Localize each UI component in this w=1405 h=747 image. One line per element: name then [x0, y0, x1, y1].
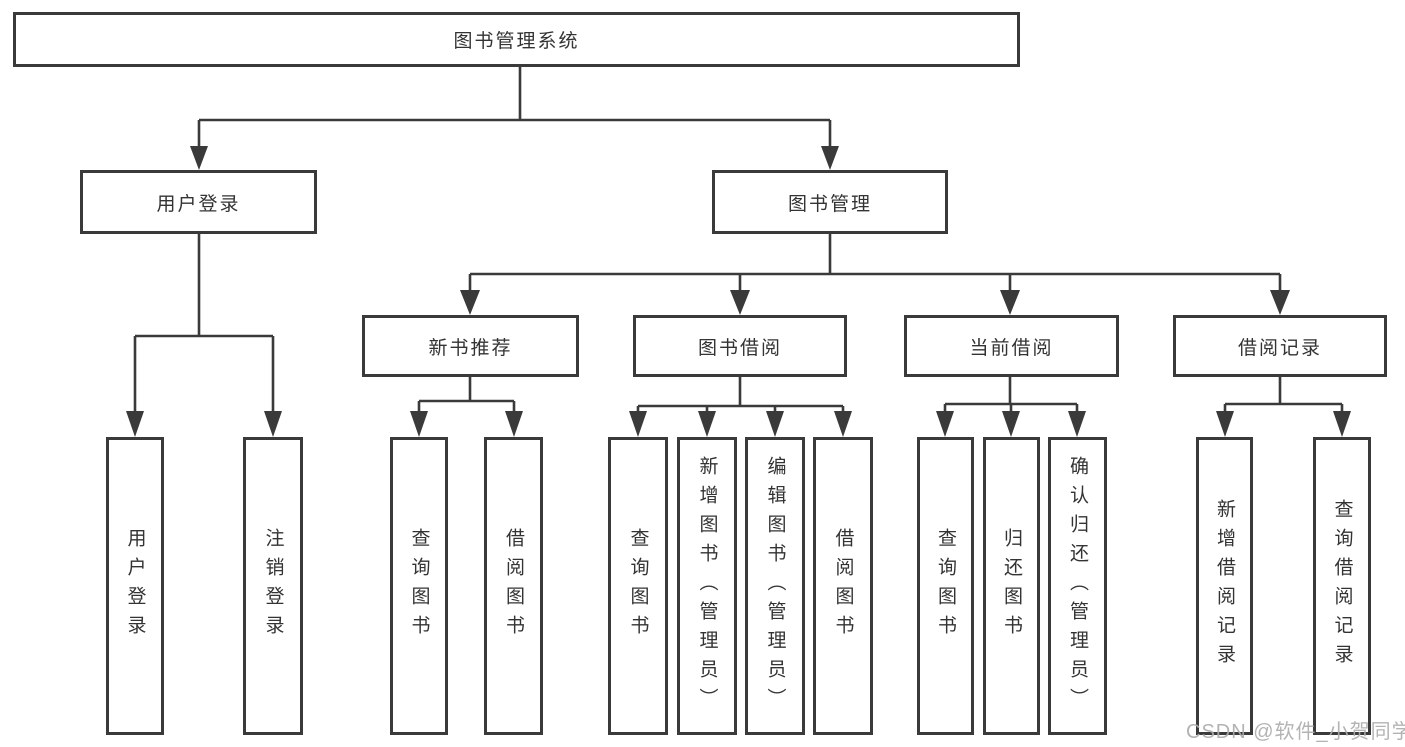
leaf-label: 借阅图书 — [832, 528, 854, 644]
leaf-label: 用户登录 — [124, 528, 146, 644]
leaf-label: 查询图书 — [408, 528, 430, 644]
leaf-label: 编辑图书（管理员） — [764, 455, 786, 717]
leaf-label: 查询图书 — [627, 528, 649, 644]
node-leaf-borrow-book: 借阅图书 — [813, 437, 873, 735]
node-leaf-borrow-book-recommend: 借阅图书 — [484, 437, 543, 735]
node-leaf-query-book-current: 查询图书 — [917, 437, 974, 735]
node-leaf-user-login: 用户登录 — [106, 437, 164, 735]
leaf-label: 新增图书（管理员） — [696, 455, 718, 717]
leaf-label: 查询图书 — [935, 528, 956, 644]
node-borrow-records: 借阅记录 — [1173, 315, 1387, 377]
node-current-borrow: 当前借阅 — [904, 315, 1119, 377]
leaf-label: 新增借阅记录 — [1214, 499, 1235, 673]
node-leaf-edit-book-admin: 编辑图书（管理员） — [745, 437, 805, 735]
node-leaf-add-borrow-record: 新增借阅记录 — [1196, 437, 1253, 735]
node-leaf-query-borrow-record: 查询借阅记录 — [1313, 437, 1371, 735]
node-user-login: 用户登录 — [80, 170, 317, 234]
leaf-label: 借阅图书 — [503, 528, 524, 644]
leaf-label: 确认归还（管理员） — [1067, 455, 1088, 717]
leaf-label: 归还图书 — [1001, 528, 1022, 644]
node-leaf-logout: 注销登录 — [243, 437, 303, 735]
node-leaf-query-book-borrow: 查询图书 — [608, 437, 668, 735]
node-leaf-return-book: 归还图书 — [983, 437, 1040, 735]
node-root-system: 图书管理系统 — [13, 12, 1020, 67]
node-leaf-add-book-admin: 新增图书（管理员） — [677, 437, 737, 735]
leaf-label: 注销登录 — [262, 528, 284, 644]
node-new-book-recommend: 新书推荐 — [362, 315, 579, 377]
node-leaf-query-book-recommend: 查询图书 — [390, 437, 448, 735]
node-book-borrow: 图书借阅 — [633, 315, 847, 377]
node-leaf-confirm-return-admin: 确认归还（管理员） — [1048, 437, 1107, 735]
node-book-management: 图书管理 — [712, 170, 948, 234]
csdn-watermark: CSDN @软件_小贺同学 — [1186, 721, 1405, 743]
leaf-label: 查询借阅记录 — [1331, 499, 1353, 673]
